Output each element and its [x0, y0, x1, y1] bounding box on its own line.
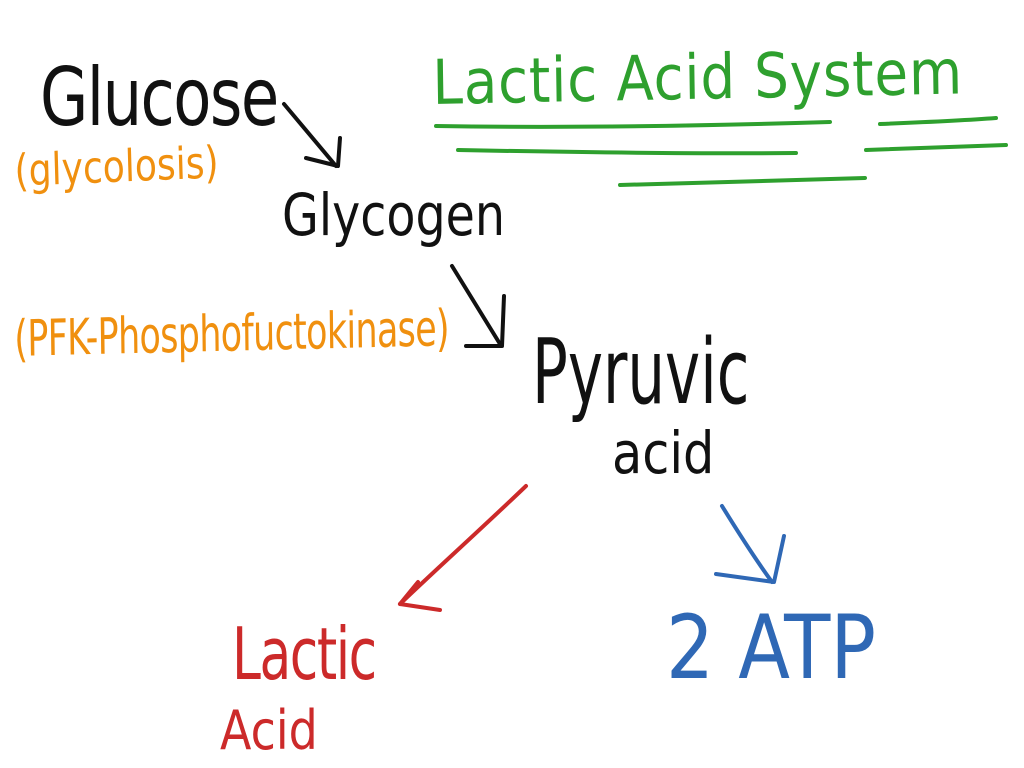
arrow-pyruvic-lactic [398, 484, 528, 606]
title-underline-4 [864, 143, 1008, 152]
arrow-glycogen-pyruvic [450, 264, 502, 346]
node-2-atp: 2 ATP [666, 596, 876, 699]
node-glycogen: Glycogen [282, 181, 506, 249]
arrow-pyruvic-atp-head [714, 534, 786, 584]
title-underline-3 [456, 148, 798, 156]
node-lactic: Lactic [232, 612, 377, 696]
note-pfk-enzyme: (PFK-Phosphofuctokinase) [13, 299, 450, 368]
arrow-glucose-glycogen-head [304, 136, 342, 168]
node-pyruvic-acid: acid [612, 419, 715, 487]
title-underline-5 [618, 176, 867, 187]
note-glycolosis: (glycolosis) [13, 137, 220, 197]
arrow-glycogen-pyruvic-head [464, 294, 506, 348]
node-lactic-acid: Acid [220, 699, 318, 762]
arrow-glucose-glycogen [282, 102, 338, 168]
arrow-pyruvic-lactic-head [398, 580, 442, 612]
node-glucose: Glucose [40, 51, 279, 144]
title-underline-1 [434, 120, 832, 129]
title-underline-2 [878, 116, 998, 126]
node-pyruvic: Pyruvic [532, 320, 750, 425]
arrow-pyruvic-atp [720, 504, 774, 584]
diagram-title: Lactic Acid System [431, 35, 964, 119]
